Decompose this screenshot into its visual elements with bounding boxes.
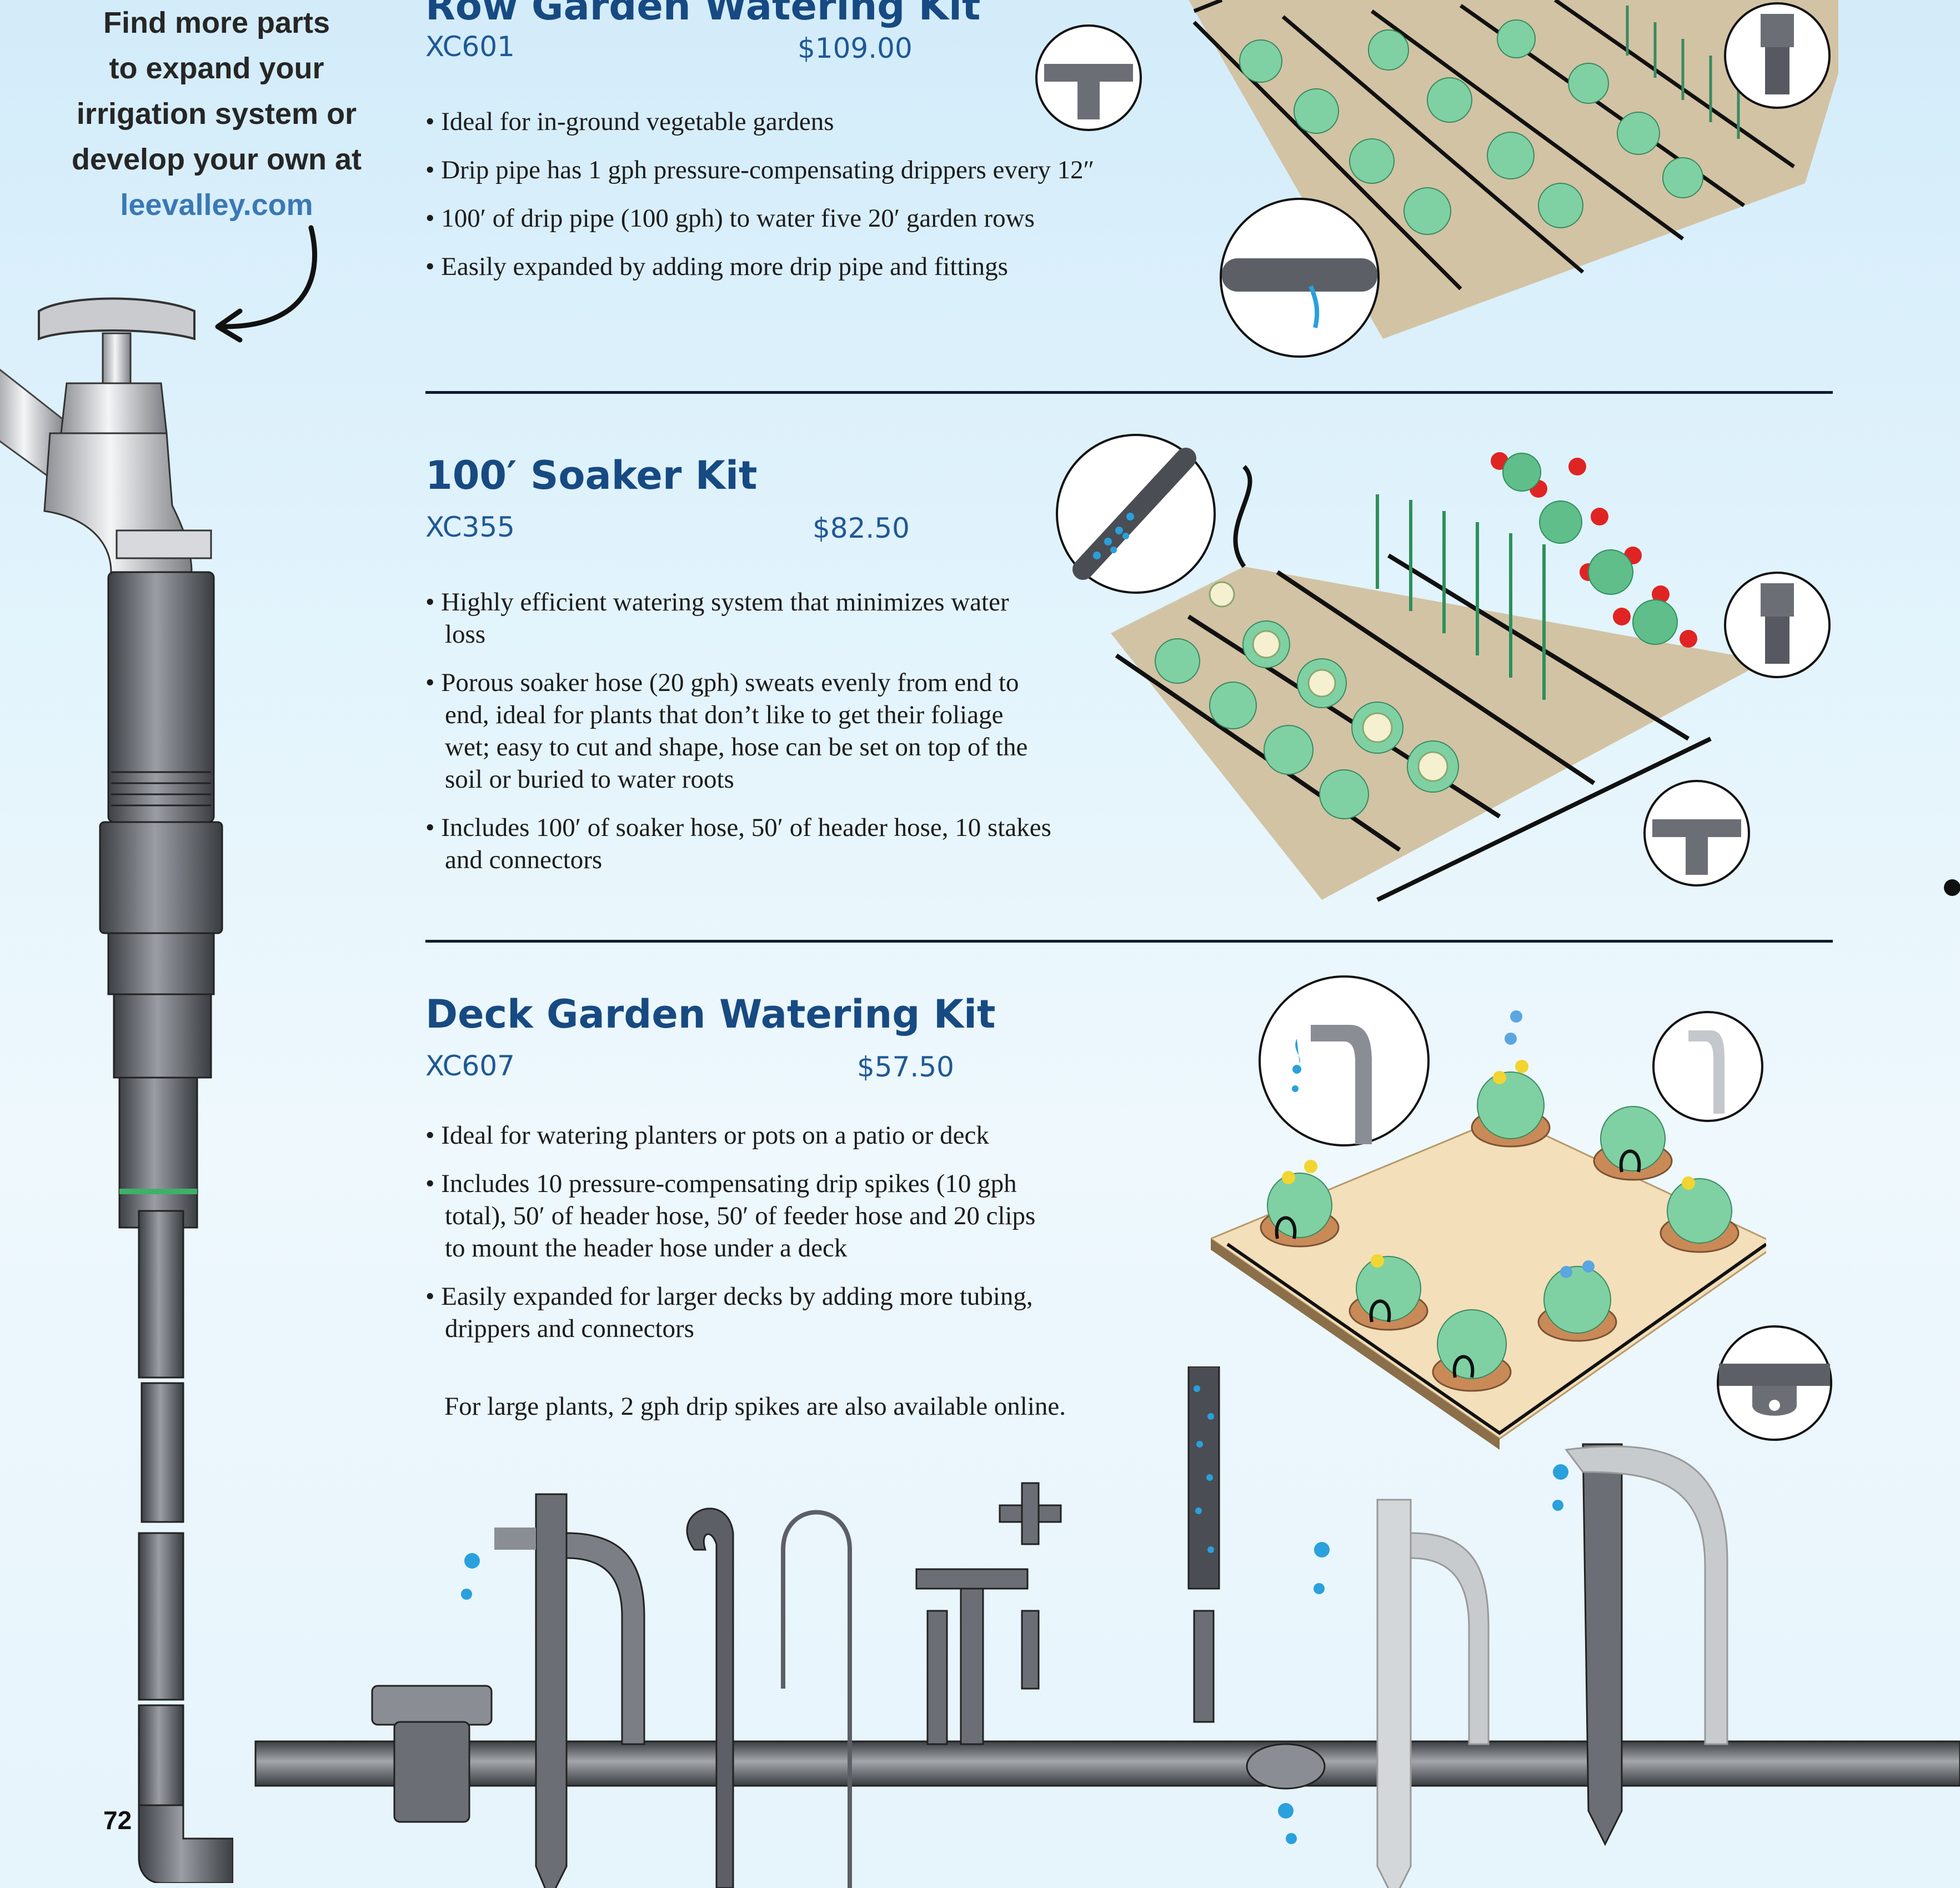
promo-text: Find more parts to expand your irrigatio… — [50, 0, 383, 228]
tee-connector-icon — [1643, 780, 1750, 887]
kit-title: 100′ Soaker Kit — [425, 453, 758, 498]
kit-title: Deck Garden Watering Kit — [425, 991, 996, 1037]
feature-item: Ideal for watering planters or pots on a… — [425, 1119, 1053, 1151]
drip-spike-icon — [461, 1493, 645, 1888]
dripper-pipe-icon — [1220, 198, 1380, 358]
feeder-spike-callout-icon — [1652, 1011, 1763, 1122]
promo-line: develop your own at — [71, 143, 362, 176]
promo-line: Find more parts — [103, 6, 330, 39]
parts-lineup-illustration — [254, 1366, 1960, 1888]
kit-price: $82.50 — [813, 512, 910, 544]
feature-item: Ideal for in-ground vegetable gardens — [425, 106, 1109, 138]
feature-item: Highly efficient watering system that mi… — [425, 586, 1053, 650]
page-number: 72 — [103, 1806, 132, 1835]
feature-item: Drip pipe has 1 gph pressure-compensatin… — [425, 154, 1109, 186]
feature-list: Ideal for watering planters or pots on a… — [425, 1119, 1053, 1361]
promo-line: to expand your — [109, 52, 324, 85]
kit-price: $109.00 — [798, 32, 913, 64]
section-divider — [425, 940, 1833, 943]
feature-list: Ideal for in-ground vegetable gardens Dr… — [425, 106, 1109, 299]
promo-line: irrigation system or — [76, 97, 357, 131]
faucet-illustration — [0, 297, 233, 1883]
feature-item: Easily expanded by adding more drip pipe… — [425, 251, 1109, 283]
feature-item: Includes 100′ of soaker hose, 50′ of hea… — [425, 812, 1053, 876]
kit-code: XC607 — [425, 1050, 515, 1082]
kit-code: XC601 — [425, 31, 515, 63]
deck-garden-illustration — [1211, 1010, 1766, 1450]
drip-spike-callout-icon — [1259, 975, 1430, 1146]
bullet-marker — [1944, 879, 1960, 896]
row-garden-illustration — [1189, 0, 1838, 339]
section-divider — [425, 391, 1833, 394]
feature-list: Highly efficient watering system that mi… — [425, 586, 1053, 892]
curved-arrow-icon — [215, 225, 318, 343]
feature-item: 100′ of drip pipe (100 gph) to water fiv… — [425, 202, 1109, 234]
kit-price: $57.50 — [857, 1051, 954, 1083]
deck-note: For large plants, 2 gph drip spikes are … — [444, 1392, 1066, 1421]
feature-item: Easily expanded for larger decks by addi… — [425, 1280, 1053, 1345]
end-cap-icon — [1724, 572, 1831, 678]
website-link[interactable]: leevalley.com — [120, 188, 313, 222]
feature-item: Includes 10 pressure-compensating drip s… — [425, 1168, 1053, 1264]
soaker-hose-icon — [1056, 434, 1216, 594]
kit-code: XC355 — [425, 511, 515, 543]
kit-title: Row Garden Watering Kit — [425, 0, 981, 29]
end-cap-icon — [1724, 2, 1831, 109]
mounting-clip-icon — [1717, 1325, 1832, 1441]
soaker-garden-illustration — [1111, 452, 1755, 902]
tee-connector-icon — [1035, 24, 1142, 131]
feature-item: Porous soaker hose (20 gph) sweats evenl… — [425, 667, 1053, 795]
